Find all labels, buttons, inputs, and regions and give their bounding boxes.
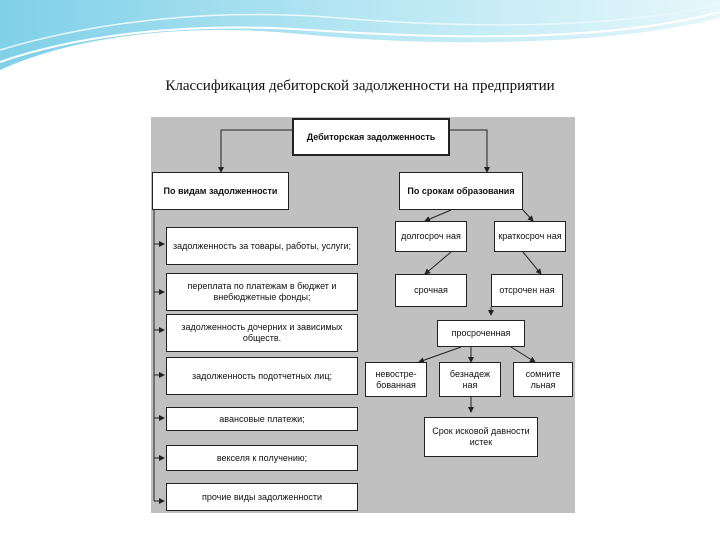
header-wave-decoration [0,0,720,70]
slide-title: Классификация дебиторской задолженности … [165,78,555,94]
overdue-hopeless: безнадеж ная [439,362,501,397]
connector-lines [153,129,542,504]
term-short: краткосроч ная [494,221,566,252]
overdue-doubtful: сомните льная [513,362,573,397]
by-type-heading: По видам задолженности [152,172,289,210]
type-item-goods: задолженность за товары, работы, услуги; [166,227,358,265]
type-item-other: прочие виды задолженности [166,483,358,511]
term-overdue: просроченная [437,320,525,347]
type-item-bills-receivable: векселя к получению; [166,445,358,471]
root-box: Дебиторская задолженность [292,118,450,156]
classification-diagram: Дебиторская задолженность По видам задол… [151,117,575,513]
type-item-budget-overpayment: переплата по платежам в бюджет и внебюдж… [166,273,358,311]
type-item-subsidiaries: задолженность дочерних и зависимых общес… [166,314,358,352]
type-item-advances: авансовые платежи; [166,407,358,431]
limitation-expired: Срок исковой давности истек [424,417,538,457]
by-term-heading: По срокам образования [399,172,523,210]
term-long: долгосроч ная [395,221,467,252]
type-item-accountable-persons: задолженность подотчетных лиц; [166,357,358,395]
term-deferred: отсрочен ная [491,274,563,307]
overdue-unclaimed: невостре- бованная [365,362,427,397]
term-current: срочная [395,274,467,307]
